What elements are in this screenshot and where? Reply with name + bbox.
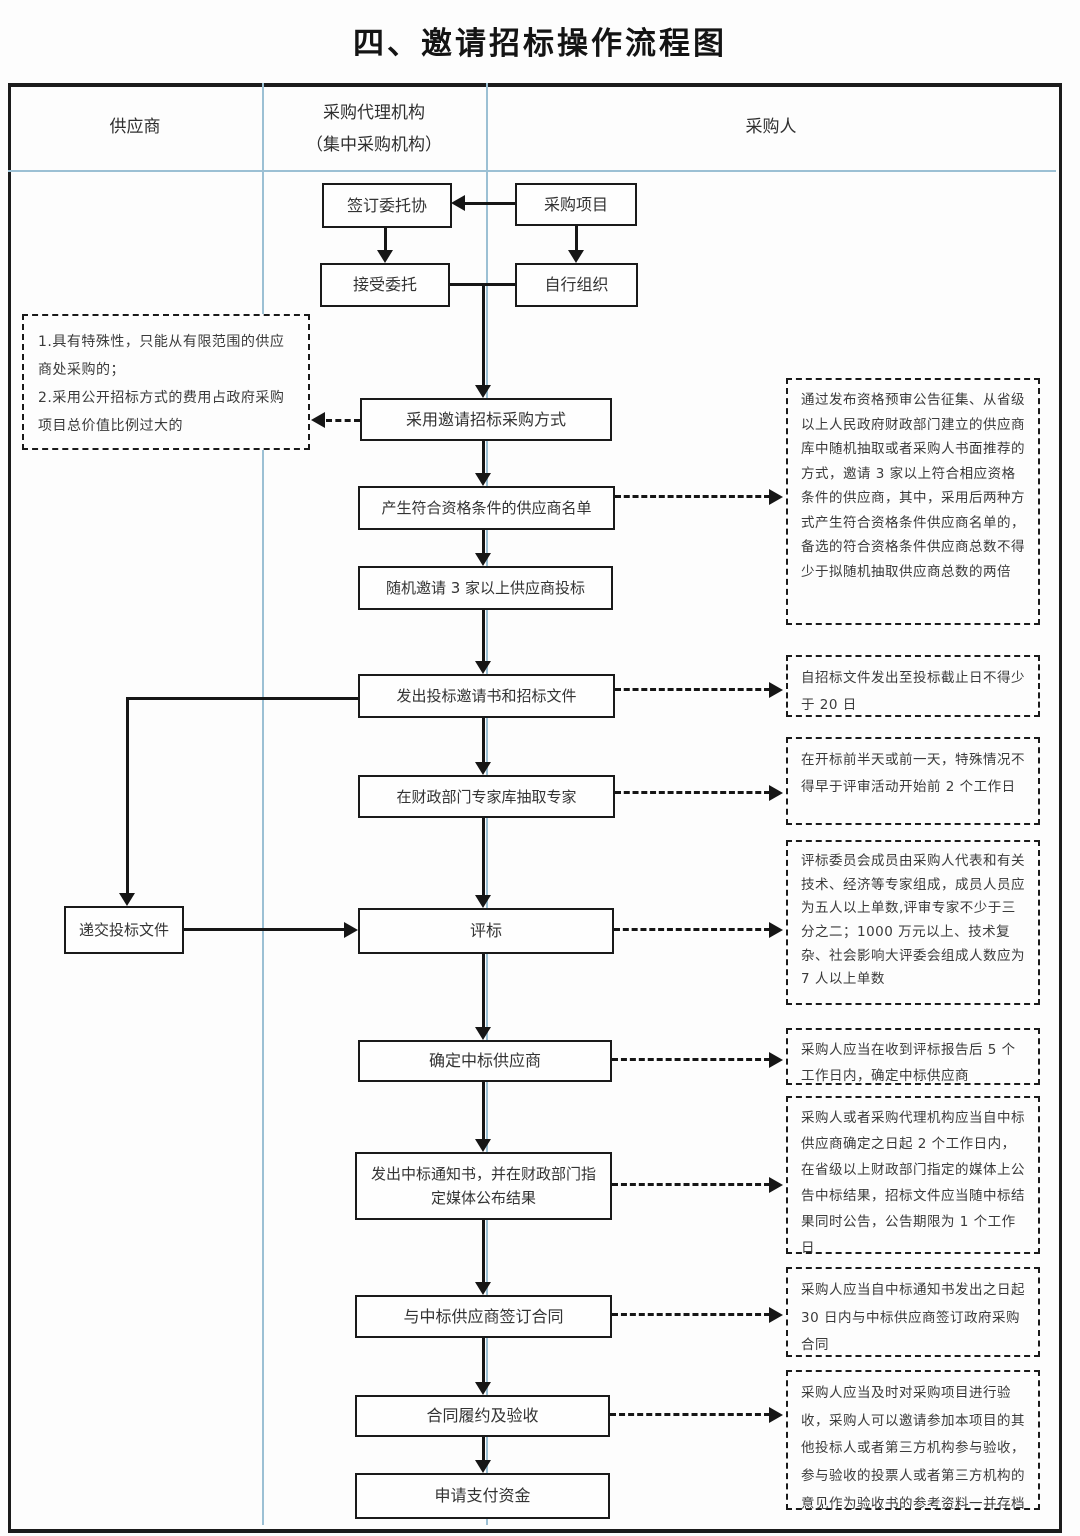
box-send-invitation: 发出投标邀请书和招标文件: [358, 674, 615, 718]
dashed-announce-to-rule-head: [769, 1177, 783, 1193]
dashed-experts-to-timing-line: [615, 791, 770, 794]
box-request-payment: 申请支付资金: [355, 1473, 610, 1519]
arrow-submit-to-evaluate-head: [344, 922, 358, 938]
arrow-winner-to-announce-head: [475, 1139, 491, 1152]
arrow-submit-to-evaluate-line: [184, 928, 346, 931]
arrow-announce-to-contract-head: [475, 1282, 491, 1295]
lane-header-supplier: 供应商: [109, 117, 161, 137]
dashed-send-to-20days-head: [769, 682, 783, 698]
dashed-evaluate-to-committee-head: [769, 922, 783, 938]
arrow-project-to-self-head: [568, 250, 584, 263]
box-accept-entrust: 接受委托: [320, 263, 450, 307]
note-left-line2: 2.采用公开招标方式的费用占政府采购项目总价值比例过大的: [38, 390, 285, 434]
lane-header-agency-line2: （集中采购机构）: [306, 135, 442, 155]
note-expert-timing: 在开标前半天或前一天，特殊情况不得早于评审活动开始前 2 个工作日: [786, 737, 1040, 825]
dashed-winner-to-5days-head: [769, 1052, 783, 1068]
box-perform-contract: 合同履约及验收: [355, 1395, 610, 1437]
arrow-send-to-experts-head: [475, 762, 491, 775]
arrow-winner-to-announce-line: [482, 1082, 485, 1140]
box-sign-contract: 与中标供应商签订合同: [355, 1295, 612, 1338]
box-determine-winner: 确定中标供应商: [358, 1040, 612, 1082]
arrow-list-to-random-line: [482, 530, 485, 554]
dashed-announce-to-rule-line: [612, 1183, 770, 1186]
dashed-send-to-20days-line: [615, 688, 770, 691]
note-evaluation-committee: 评标委员会成员由采购人代表和有关技术、经济等专家组成，成员人员应为五人以上单数,…: [786, 840, 1040, 1005]
dashed-adopt-to-leftnote-head: [311, 412, 325, 428]
arrow-experts-to-evaluate-head: [475, 895, 491, 908]
page-title: 四、邀请招标操作流程图: [353, 26, 727, 62]
dashed-perform-to-acceptance-line: [610, 1413, 770, 1416]
swimlane-frame: [8, 83, 1062, 1533]
arrow-contract-to-perform-head: [475, 1382, 491, 1395]
box-sign-agreement: 签订委托协: [322, 183, 452, 228]
arrow-random-to-send-head: [475, 661, 491, 674]
arrow-to-adopt-line: [482, 283, 485, 386]
box-announce-result: 发出中标通知书，并在财政部门指定媒体公布结果: [355, 1152, 612, 1220]
arrow-random-to-send-line: [482, 610, 485, 662]
note-acceptance: 采购人应当及时对采购项目进行验收，采购人可以邀请参加本项目的其他投标人或者第三方…: [786, 1370, 1040, 1512]
arrow-project-to-agreement-line: [464, 202, 515, 205]
path-send-to-submit-vline: [126, 697, 129, 894]
note-announce-rule: 采购人或者采购代理机构应当自中标供应商确定之日起 2 个工作日内，在省级以上财政…: [786, 1096, 1040, 1256]
path-send-to-submit-hline: [126, 697, 358, 700]
box-submit-docs: 递交投标文件: [64, 906, 184, 954]
lane-header-agency-line1: 采购代理机构: [323, 103, 425, 123]
dashed-experts-to-timing-head: [769, 785, 783, 801]
box-self-organize: 自行组织: [515, 263, 638, 307]
note-left-line1: 1.具有特殊性，只能从有限范围的供应商处采购的；: [38, 334, 285, 378]
arrow-evaluate-to-winner-head: [475, 1027, 491, 1040]
arrow-agreement-to-accept-line: [384, 228, 387, 251]
lane-header-divider: [8, 170, 1056, 172]
box-evaluate: 评标: [358, 908, 614, 954]
lane-divider-1: [262, 83, 264, 1525]
box-random-invite: 随机邀请 3 家以上供应商投标: [358, 566, 613, 610]
box-procurement-project: 采购项目: [515, 183, 637, 226]
dashed-winner-to-5days-line: [612, 1058, 770, 1061]
note-20-days: 自招标文件发出至投标截止日不得少于 20 日: [786, 655, 1040, 717]
box-adopt-invite: 采用邀请招标采购方式: [360, 398, 612, 441]
arrow-list-to-random-head: [475, 553, 491, 566]
arrow-project-to-agreement-head: [451, 195, 465, 211]
box-generate-list: 产生符合资格条件的供应商名单: [358, 486, 615, 530]
dashed-adopt-to-leftnote-line: [326, 419, 360, 422]
note-30-days: 采购人应当自中标通知书发出之日起 30 日内与中标供应商签订政府采购合同: [786, 1267, 1040, 1357]
arrow-contract-to-perform-line: [482, 1338, 485, 1383]
arrow-to-adopt-head: [475, 385, 491, 398]
arrow-send-to-submit-head: [119, 893, 135, 906]
note-5-working-days: 采购人应当在收到评标报告后 5 个工作日内，确定中标供应商: [786, 1028, 1040, 1085]
arrow-adopt-to-list-line: [482, 441, 485, 474]
arrow-announce-to-contract-line: [482, 1220, 485, 1283]
arrow-perform-to-payment-line: [482, 1437, 485, 1461]
dashed-contract-to-30days-head: [769, 1307, 783, 1323]
box-extract-experts: 在财政部门专家库抽取专家: [358, 775, 615, 818]
arrow-adopt-to-list-head: [475, 473, 491, 486]
arrow-project-to-self-line: [575, 226, 578, 251]
dashed-list-to-pool-head: [769, 489, 783, 505]
dashed-evaluate-to-committee-line: [614, 928, 770, 931]
arrow-agreement-to-accept-head: [377, 250, 393, 263]
arrow-evaluate-to-winner-line: [482, 954, 485, 1028]
arrow-perform-to-payment-head: [475, 1460, 491, 1473]
note-left-conditions: 1.具有特殊性，只能从有限范围的供应商处采购的； 2.采用公开招标方式的费用占政…: [22, 314, 310, 450]
lane-header-purchaser: 采购人: [745, 117, 797, 137]
dashed-list-to-pool-line: [615, 495, 770, 498]
arrow-send-to-experts-line: [482, 718, 485, 763]
note-supplier-pool: 通过发布资格预审公告征集、从省级以上人民政府财政部门建立的供应商库中随机抽取或者…: [786, 378, 1040, 625]
dashed-contract-to-30days-line: [612, 1313, 770, 1316]
arrow-experts-to-evaluate-line: [482, 818, 485, 896]
dashed-perform-to-acceptance-head: [769, 1407, 783, 1423]
